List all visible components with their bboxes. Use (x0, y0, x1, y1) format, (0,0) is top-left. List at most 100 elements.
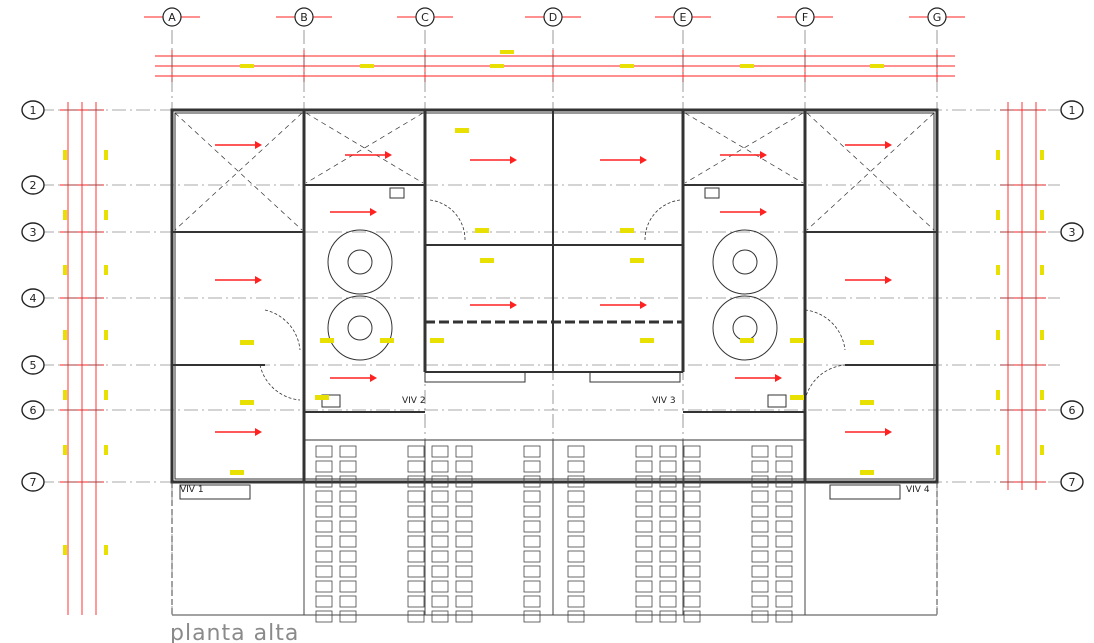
paver-block (339, 460, 357, 473)
left-dimension-tag (104, 330, 108, 340)
row-axis-bubble-right (1060, 222, 1084, 242)
paver-block (775, 595, 793, 608)
right-dimension-tag (1040, 265, 1044, 275)
paver-block (635, 505, 653, 518)
paver-block (659, 490, 677, 503)
paver-block (775, 475, 793, 488)
paver-block (683, 535, 701, 548)
paver-block (635, 580, 653, 593)
paver-block (455, 520, 473, 533)
column-axis-bubble (162, 7, 182, 27)
room-tag-arrowhead (370, 208, 377, 216)
column-axis-label: G (933, 11, 942, 24)
paver-block (683, 490, 701, 503)
paver-block (431, 550, 449, 563)
paver-block (455, 535, 473, 548)
top-dimension-tag (740, 64, 754, 68)
paver-block (659, 475, 677, 488)
paver-block (431, 460, 449, 473)
paver-block (635, 490, 653, 503)
paver-block (751, 565, 769, 578)
room-tag-arrowhead (640, 156, 647, 164)
paver-block (751, 520, 769, 533)
paver-block (659, 445, 677, 458)
row-axis-label-left: 7 (30, 476, 37, 489)
paver-block (407, 460, 425, 473)
left-dimension-lines (60, 102, 108, 615)
row-axis-bubble-left (21, 355, 45, 375)
right-dimension-tag (996, 445, 1000, 455)
paver-block (567, 565, 585, 578)
top-dimension-tag (360, 64, 374, 68)
paver-block (407, 505, 425, 518)
paver-block (339, 505, 357, 518)
column-axis-label: B (300, 11, 308, 24)
paver-block (431, 505, 449, 518)
lot-outline (171, 440, 938, 616)
paver-block (315, 520, 333, 533)
left-dimension-tag (104, 150, 108, 160)
paver-block (567, 580, 585, 593)
paver-block (523, 565, 541, 578)
paver-block (659, 580, 677, 593)
paver-block (431, 565, 449, 578)
dimension-tag (790, 395, 804, 400)
paver-block (635, 595, 653, 608)
paver-block (635, 565, 653, 578)
paver-block (659, 535, 677, 548)
paver-block (683, 505, 701, 518)
paver-block (635, 550, 653, 563)
paver-block (339, 520, 357, 533)
paver-block (431, 580, 449, 593)
column-axis-bubble (927, 7, 947, 27)
dimension-tag (640, 338, 654, 343)
row-axis-label-left: 4 (30, 292, 37, 305)
top-dimension-lines (155, 50, 955, 82)
building-walls (170, 108, 939, 500)
paver-block (567, 550, 585, 563)
unit-label-viv3: VIV 3 (652, 396, 676, 406)
row-axis-label-left: 5 (30, 359, 37, 372)
paver-block (775, 460, 793, 473)
dimension-tag (620, 228, 634, 233)
unit-label-viv1: VIV 1 (180, 485, 204, 495)
paver-block (635, 535, 653, 548)
right-dimension-tag (996, 210, 1000, 220)
right-dimension-tag (1040, 390, 1044, 400)
paver-block (523, 520, 541, 533)
paver-block (315, 460, 333, 473)
paver-block (523, 445, 541, 458)
paver-block (751, 475, 769, 488)
row-axis-bubble-left (21, 175, 45, 195)
row-axis-label-right: 7 (1069, 476, 1076, 489)
paver-block (455, 505, 473, 518)
dimension-tag (860, 400, 874, 405)
paver-block (775, 535, 793, 548)
paver-block (567, 445, 585, 458)
paver-block (567, 490, 585, 503)
left-dimension-tag (104, 545, 108, 555)
paver-block (567, 460, 585, 473)
parking-pavers (315, 445, 793, 623)
paver-block (775, 565, 793, 578)
room-tag-arrowhead (510, 156, 517, 164)
paver-block (751, 550, 769, 563)
row-axis-bubble-right (1060, 400, 1084, 420)
paver-block (659, 610, 677, 623)
dimension-tag (475, 228, 489, 233)
paver-block (775, 505, 793, 518)
top-dimension-tag (870, 64, 884, 68)
paver-block (431, 595, 449, 608)
right-dimension-tag (1040, 210, 1044, 220)
paver-block (523, 610, 541, 623)
right-dimension-tag (996, 330, 1000, 340)
paver-block (683, 595, 701, 608)
paver-block (407, 550, 425, 563)
paver-block (339, 535, 357, 548)
paver-block (407, 445, 425, 458)
paver-block (567, 505, 585, 518)
paver-block (775, 550, 793, 563)
paver-block (683, 520, 701, 533)
paver-block (635, 520, 653, 533)
paver-block (635, 610, 653, 623)
